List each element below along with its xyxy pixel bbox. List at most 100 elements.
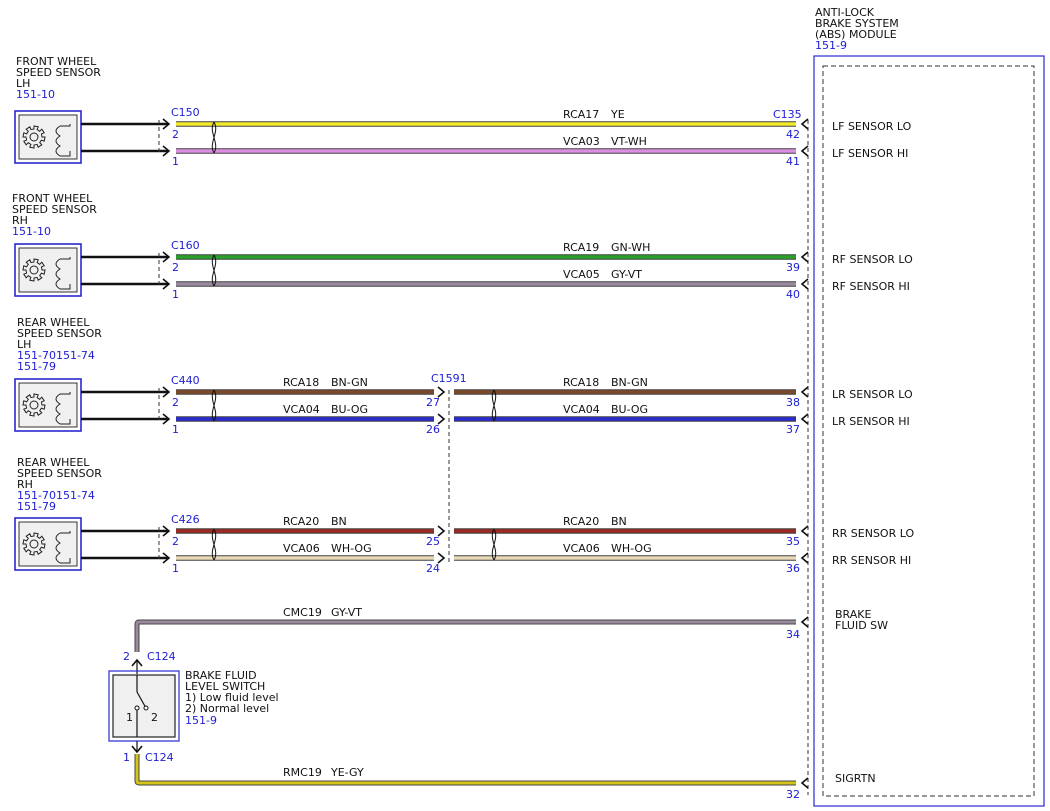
- abs-pin: 35: [786, 535, 800, 548]
- sensor-title-line: SPEED SENSOR: [17, 467, 102, 480]
- wire-color-label: BN: [611, 515, 627, 528]
- wire-rmc19: [135, 754, 796, 785]
- connector-terminal-arrow: [162, 413, 171, 425]
- twisted-pair-icon: [211, 389, 217, 422]
- switch-box-outer: [108, 670, 180, 742]
- sensor-box-outer: [14, 243, 82, 297]
- abs-signal-label: RF SENSOR HI: [832, 280, 910, 293]
- sensor-box: [18, 247, 78, 293]
- twisted-pair-icon: [211, 254, 217, 287]
- connector-terminal-arrow: [162, 278, 171, 290]
- sensor-title-line: FRONT WHEEL: [16, 55, 97, 68]
- switch-title-line: LEVEL SWITCH: [185, 680, 265, 693]
- wire-color-label: YE: [610, 108, 625, 121]
- signal-brake-fluid-sw-line: FLUID SW: [835, 619, 888, 632]
- switch-position-1: 1: [126, 711, 133, 724]
- switch-contact-1: [134, 705, 140, 711]
- wire-circuit-label: RCA17: [563, 108, 599, 121]
- switch-box: [112, 674, 176, 738]
- abs-module-title-line: ANTI-LOCK: [815, 6, 875, 19]
- coil-icon: [55, 124, 71, 157]
- abs-signal-label: LF SENSOR HI: [832, 147, 908, 160]
- wire-cmc19-circuit: CMC19: [283, 606, 322, 619]
- switch-contact-2: [143, 705, 149, 711]
- sensor-connector-label: C150: [171, 106, 200, 119]
- switch-position-2: 2: [151, 711, 158, 724]
- sensor-box: [18, 521, 78, 567]
- sensor-connector-pin: 2: [172, 396, 179, 409]
- inline-connector-pin: 26: [426, 423, 440, 436]
- sensor-connector-pin: 2: [172, 128, 179, 141]
- abs-signal-label: LR SENSOR HI: [832, 415, 910, 428]
- sensor-box-outer: [14, 110, 82, 164]
- wire-rmc19-color: YE-GY: [330, 766, 364, 779]
- connector-terminal-arrow: [162, 251, 171, 263]
- wire-circuit-label: VCA06: [283, 542, 320, 555]
- signal-brake-fluid-sw-line: BRAKE: [835, 608, 871, 621]
- inline-connector-pin: 27: [426, 396, 440, 409]
- inline-connector-label: C1591: [431, 372, 467, 385]
- abs-terminal-arrow: [800, 413, 809, 425]
- inline-terminal-arrow: [437, 386, 446, 398]
- abs-signal-label: LF SENSOR LO: [832, 120, 912, 133]
- sensor-title-line: SPEED SENSOR: [17, 327, 102, 340]
- wire-circuit-label: RCA20: [283, 515, 319, 528]
- wire-cmc19: [135, 620, 796, 652]
- connector-terminal-arrow: [162, 552, 171, 564]
- sensor-title-line: RH: [17, 478, 33, 491]
- coil-icon: [55, 257, 71, 290]
- switch-pin-bottom: 1: [123, 751, 130, 764]
- switch-title-line: BRAKE FLUID: [185, 669, 257, 682]
- switch-title-line: 2) Normal level: [185, 702, 269, 715]
- abs-terminal-arrow: [800, 145, 809, 157]
- coil-icon: [55, 531, 71, 564]
- sensor-ref: 151-79: [17, 500, 56, 513]
- sensor-ref: 151-10: [12, 225, 51, 238]
- sensor-box-outer: [14, 517, 82, 571]
- wire-circuit-label: VCA05: [563, 268, 600, 281]
- wire-rmc19-circuit: RMC19: [283, 766, 322, 779]
- abs-signal-label: RR SENSOR HI: [832, 554, 911, 567]
- switch-terminal-arrow-bottom: [131, 745, 143, 754]
- switch-lever: [136, 691, 147, 709]
- wire-circuit-label: VCA04: [563, 403, 600, 416]
- abs-terminal-arrow: [800, 251, 809, 263]
- gear-icon: [22, 125, 46, 149]
- inline-terminal-arrow: [437, 413, 446, 425]
- wire-circuit-label: RCA20: [563, 515, 599, 528]
- gear-icon: [22, 532, 46, 556]
- wire-color-label: BU-OG: [611, 403, 648, 416]
- inline-connector: C1591: [431, 372, 467, 562]
- sensor-title-line: REAR WHEEL: [17, 456, 90, 469]
- abs-module-ref: 151-9: [815, 39, 847, 52]
- wire-color-label: BN-GN: [331, 376, 368, 389]
- sensor-box: [18, 382, 78, 428]
- sensor-connector-label: C426: [171, 513, 200, 526]
- wire-color-label: BN-GN: [611, 376, 648, 389]
- wire-color-label: VT-WH: [611, 135, 647, 148]
- sensor-connector-pin: 2: [172, 261, 179, 274]
- wire-color-label: GN-WH: [611, 241, 650, 254]
- abs-pin-34: 34: [786, 628, 800, 641]
- wire-circuit-label: RCA19: [563, 241, 599, 254]
- abs-terminal-arrow: [800, 616, 809, 628]
- signal-sigrtn: SIGRTN: [835, 772, 876, 785]
- abs-pin: 42: [786, 128, 800, 141]
- wire-color-label: WH-OG: [331, 542, 372, 555]
- abs-terminal-arrow: [800, 118, 809, 130]
- abs-terminal-arrow: [800, 525, 809, 537]
- sensor-title-line: RH: [12, 214, 28, 227]
- abs-signal-label: RR SENSOR LO: [832, 527, 914, 540]
- sensor-title-line: LH: [16, 77, 30, 90]
- wire-circuit-label: RCA18: [563, 376, 599, 389]
- sensor-title-line: SPEED SENSOR: [12, 203, 97, 216]
- abs-pin: 38: [786, 396, 800, 409]
- twisted-pair-icon: [211, 121, 217, 154]
- sensor-connector-pin: 1: [172, 423, 179, 436]
- wire-color-label: GY-VT: [611, 268, 642, 281]
- connector-terminal-arrow: [162, 386, 171, 398]
